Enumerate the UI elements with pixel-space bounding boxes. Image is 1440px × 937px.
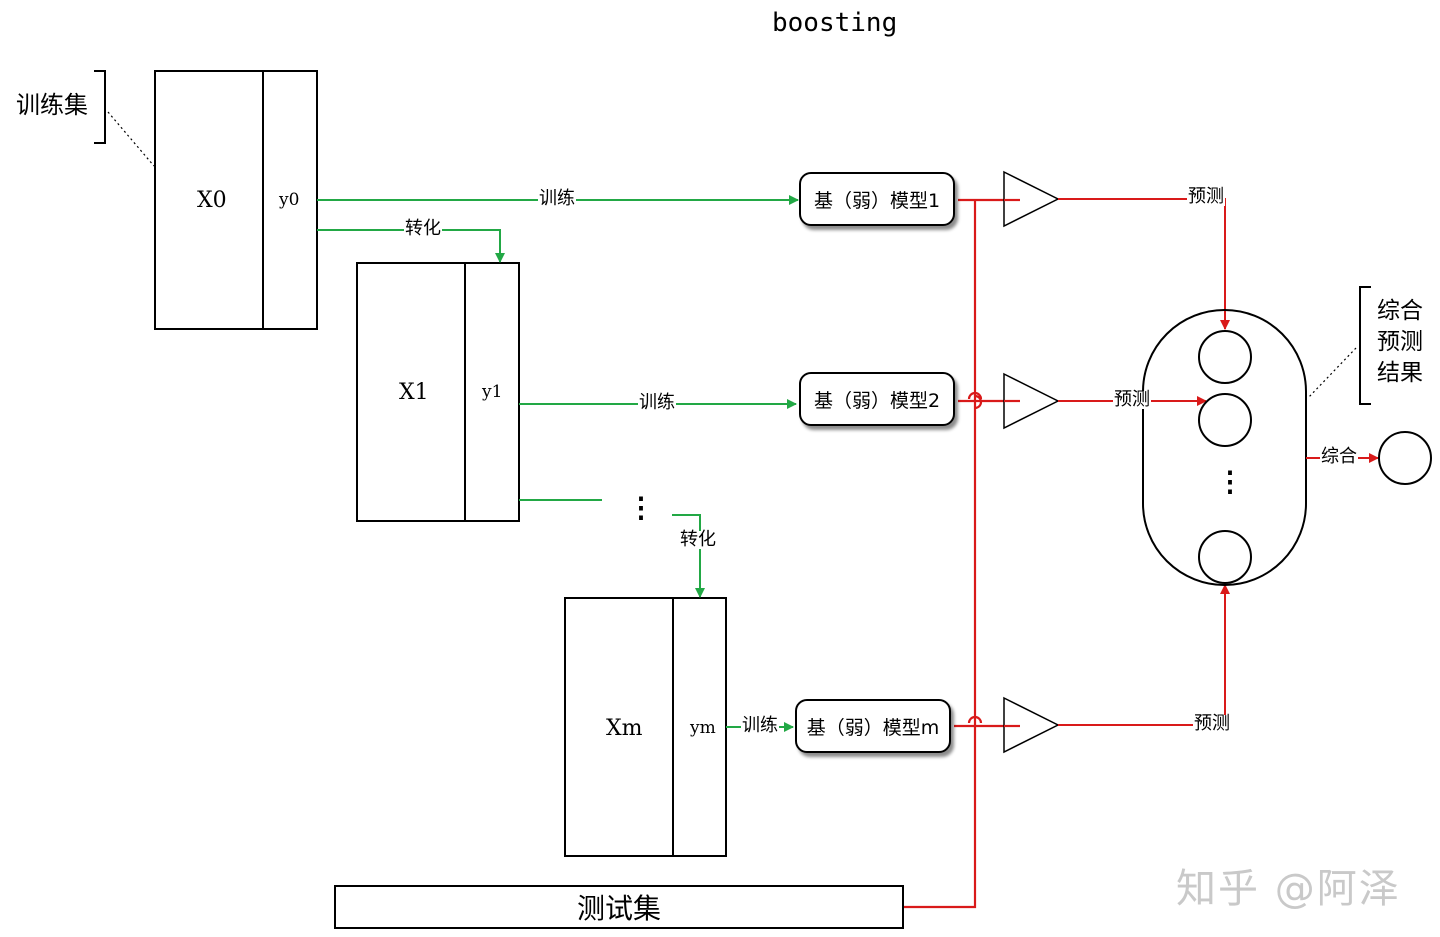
dataset-1-box	[356, 262, 520, 522]
combined-result-line-1: 综合	[1377, 298, 1423, 324]
dataset-1-x-label: X1	[399, 380, 429, 405]
test-feed-line	[904, 200, 983, 909]
ensemble-slot-2	[1198, 393, 1252, 447]
base-model-m: 基（弱）模型m	[795, 699, 951, 753]
predict-arrow-m	[1058, 584, 1230, 726]
dataset-0-y-label: y0	[279, 190, 300, 210]
transform-label-0: 转化	[404, 218, 442, 239]
dataset-1-y-label: y1	[482, 382, 503, 402]
transform-arrow-0-1	[317, 229, 505, 263]
training-set-leader	[107, 111, 155, 167]
predict-label-2: 预测	[1113, 389, 1151, 410]
dataset-0-x-label: X0	[197, 188, 227, 213]
training-set-bracket	[94, 70, 106, 144]
dataset-m-x-label: Xm	[606, 716, 643, 741]
combined-result-leader	[1307, 347, 1357, 399]
combined-result-line-2: 预测	[1377, 329, 1423, 355]
train-label-0: 训练	[538, 188, 576, 209]
test-feed-hop-2	[967, 391, 983, 400]
base-model-1: 基（弱）模型1	[799, 172, 955, 226]
test-set-box: 测试集	[334, 885, 904, 929]
watermark: 知乎 @阿泽	[1176, 866, 1401, 912]
diagram-title: boosting	[772, 8, 898, 38]
predict-label-m: 预测	[1193, 713, 1231, 734]
combine-label: 综合	[1320, 446, 1358, 467]
base-model-2: 基（弱）模型2	[799, 372, 955, 426]
transform-label-m: 转化	[679, 529, 717, 550]
ensemble-capsule	[1142, 309, 1307, 586]
transform-arrow-to-m	[672, 514, 705, 598]
predict-label-1: 预测	[1187, 186, 1225, 207]
ensemble-slot-1	[1198, 330, 1252, 384]
combined-result-bracket	[1359, 286, 1371, 405]
combined-result-line-3: 结果	[1377, 360, 1423, 386]
predict-arrow-1	[1058, 198, 1230, 330]
training-set-label: 训练集	[16, 91, 88, 119]
ensemble-ellipsis: ⋮	[1216, 465, 1244, 498]
train-label-1: 训练	[638, 392, 676, 413]
ensemble-slot-m	[1198, 530, 1252, 584]
test-feed-hop-m	[967, 715, 983, 724]
final-result-circle	[1378, 431, 1432, 485]
datasets-ellipsis: ⋮	[627, 491, 655, 524]
dataset-m-y-label: ym	[690, 718, 716, 738]
train-label-m: 训练	[741, 715, 779, 736]
test-set-label: 测试集	[576, 892, 661, 925]
